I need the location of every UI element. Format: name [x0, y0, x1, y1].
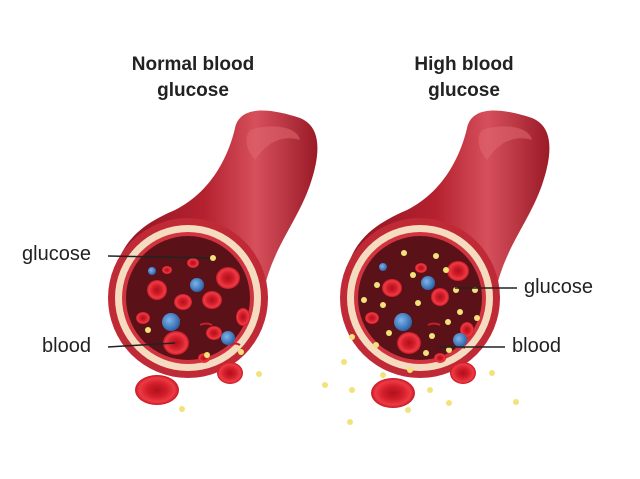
glucose-dot	[341, 359, 347, 365]
glucose-dot	[407, 367, 413, 373]
red-blood-cell	[216, 267, 240, 289]
red-blood-cell	[371, 378, 415, 408]
glucose-dots-high	[322, 250, 519, 425]
glucose-dot	[446, 347, 452, 353]
red-blood-cell	[450, 362, 476, 384]
red-blood-cell	[187, 258, 199, 268]
label-blood-high: blood	[512, 335, 561, 357]
red-blood-cell	[202, 291, 222, 309]
label-glucose-high: glucose	[524, 276, 593, 298]
title-normal-line1: Normal blood	[131, 54, 255, 75]
red-blood-cell	[431, 288, 449, 306]
vessel-normal	[107, 110, 318, 412]
blue-particle	[162, 313, 180, 331]
red-blood-cell	[135, 375, 179, 405]
red-blood-cell	[147, 280, 167, 300]
title-high-blood-glucose: High blood glucose	[354, 52, 574, 104]
title-normal-blood-glucose: Normal blood glucose	[83, 52, 303, 104]
glucose-dot	[457, 309, 463, 315]
blue-particle	[394, 313, 412, 331]
glucose-dot	[349, 387, 355, 393]
glucose-dot	[513, 399, 519, 405]
red-blood-cell	[397, 332, 421, 354]
glucose-dot	[361, 297, 367, 303]
glucose-dot	[373, 342, 379, 348]
glucose-dot	[433, 253, 439, 259]
leader-line-glucose-normal	[107, 255, 211, 259]
label-blood-normal: blood	[42, 335, 91, 357]
red-blood-cell	[217, 362, 243, 384]
vessel-high	[322, 110, 550, 425]
glucose-dot	[474, 315, 480, 321]
blue-particle	[453, 333, 467, 347]
glucose-dot	[415, 300, 421, 306]
glucose-dot	[349, 334, 355, 340]
red-blood-cell	[365, 312, 379, 324]
blue-particle	[379, 263, 387, 271]
title-normal-line2: glucose	[157, 80, 229, 101]
glucose-dot	[410, 272, 416, 278]
glucose-dot	[423, 350, 429, 356]
glucose-dot	[374, 282, 380, 288]
glucose-dot	[204, 352, 210, 358]
title-high-line2: glucose	[428, 80, 500, 101]
glucose-dot	[347, 419, 353, 425]
red-blood-cell	[236, 308, 250, 326]
red-blood-cells-high	[365, 261, 476, 408]
glucose-dot	[429, 333, 435, 339]
leader-line-blood-normal	[107, 342, 176, 348]
red-blood-cell	[447, 261, 469, 281]
glucose-dot	[145, 327, 151, 333]
glucose-dot	[401, 250, 407, 256]
red-blood-cell	[415, 263, 427, 273]
vessel-normal-highlight	[246, 126, 300, 160]
glucose-dot	[380, 372, 386, 378]
red-blood-cell	[434, 353, 446, 363]
red-blood-cell	[162, 266, 172, 274]
glucose-dot	[427, 387, 433, 393]
glucose-dot	[386, 330, 392, 336]
red-blood-cell	[163, 331, 189, 355]
glucose-dot	[322, 382, 328, 388]
glucose-dot	[179, 406, 185, 412]
label-glucose-normal: glucose	[22, 243, 91, 265]
red-blood-cell	[382, 279, 402, 297]
red-blood-cell	[206, 326, 222, 340]
glucose-dots-normal	[145, 255, 262, 412]
blue-particle	[190, 278, 204, 292]
vessel-high-highlight	[478, 126, 532, 160]
glucose-dot	[446, 400, 452, 406]
glucose-dot	[445, 319, 451, 325]
blue-particles-high	[379, 263, 467, 347]
red-blood-cell	[136, 312, 150, 324]
glucose-dot	[256, 371, 262, 377]
blue-particle	[148, 267, 156, 275]
red-blood-cell	[174, 294, 192, 310]
blue-particle	[421, 276, 435, 290]
glucose-dot	[210, 255, 216, 261]
blue-particles-normal	[148, 267, 235, 345]
glucose-dot	[380, 302, 386, 308]
glucose-dot	[443, 267, 449, 273]
glucose-dot	[489, 370, 495, 376]
glucose-dot	[238, 349, 244, 355]
title-high-line1: High blood	[414, 54, 514, 75]
glucose-dot	[405, 407, 411, 413]
blue-particle	[221, 331, 235, 345]
